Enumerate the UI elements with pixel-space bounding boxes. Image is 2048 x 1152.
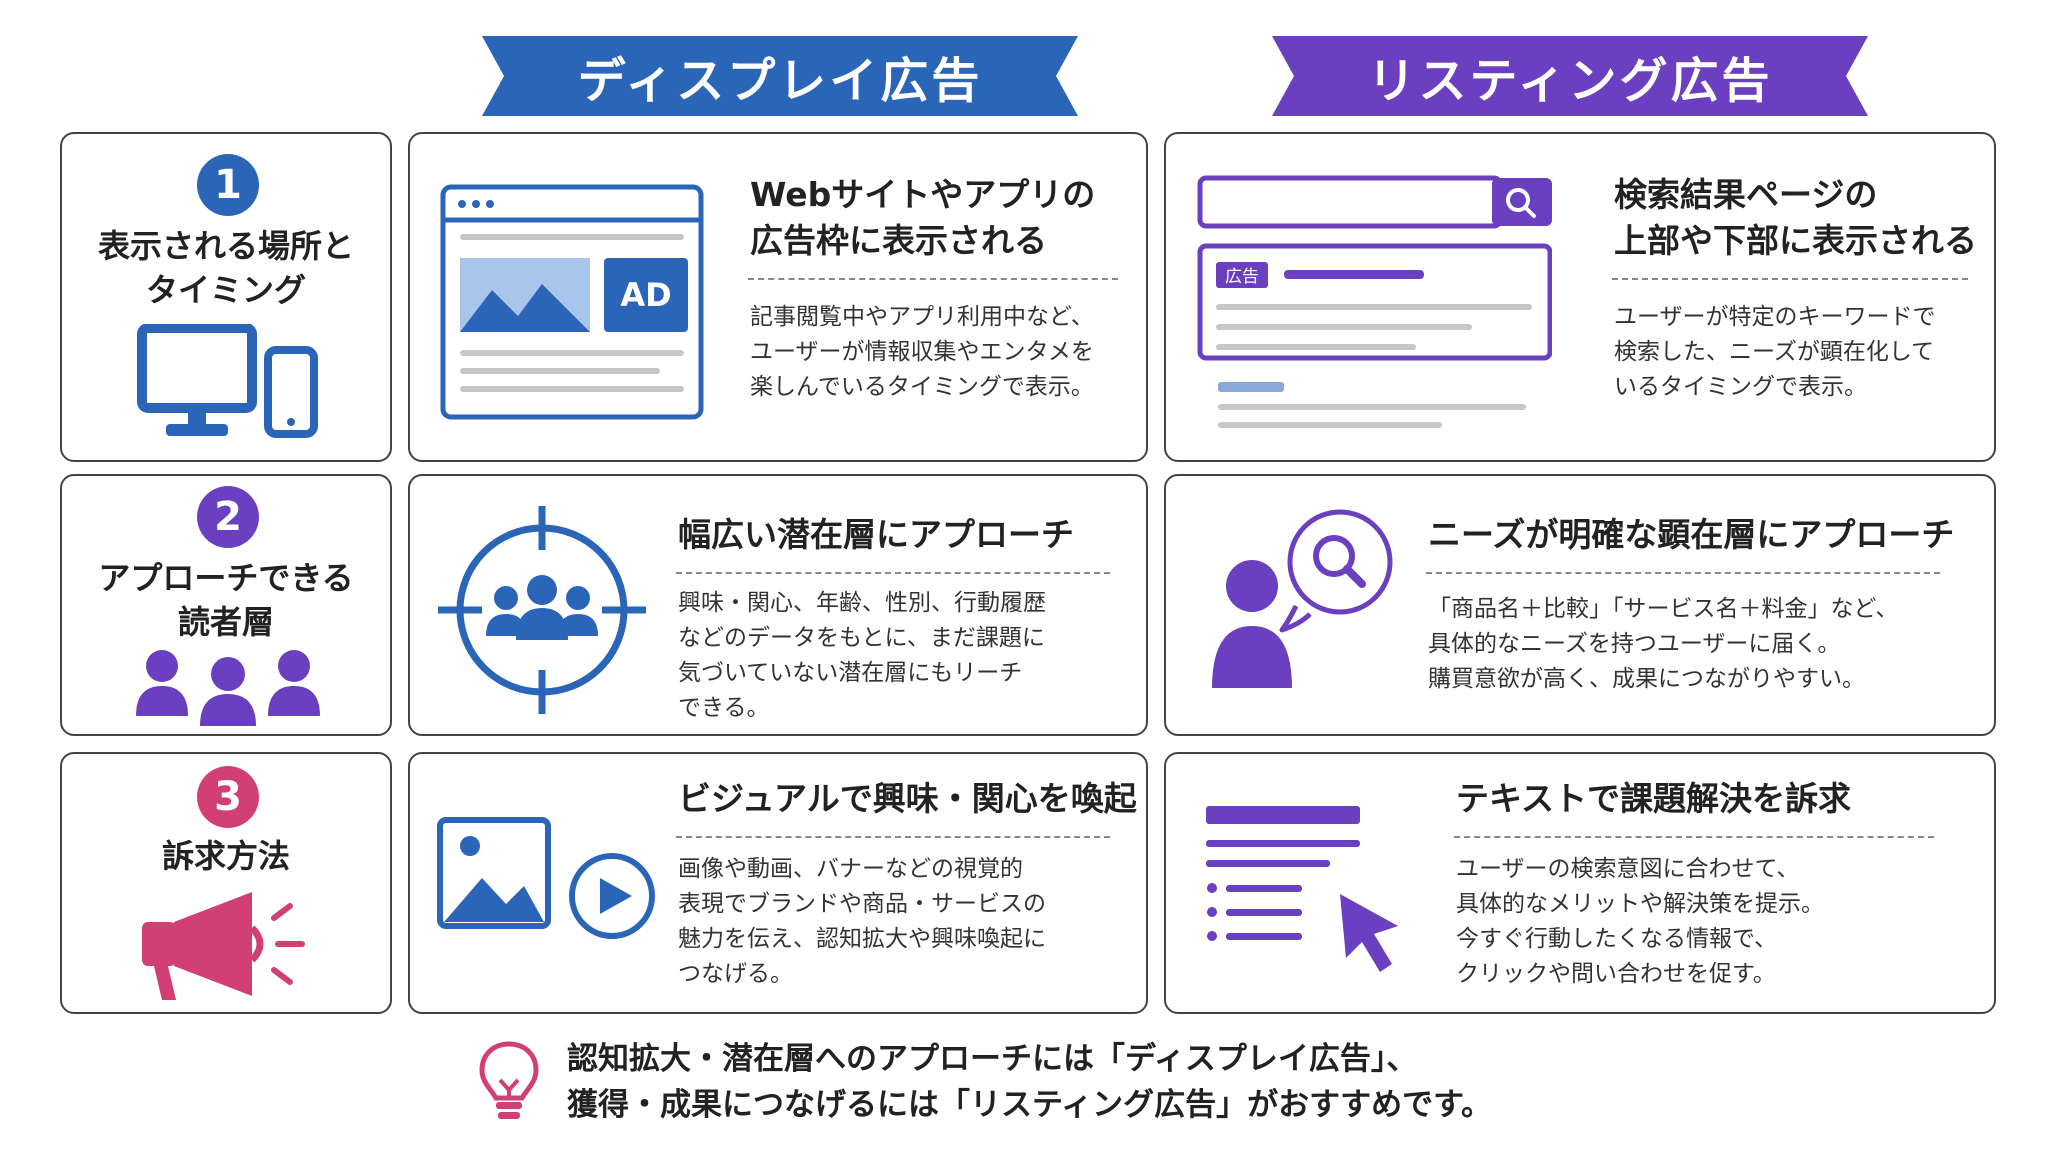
ad-box [604,258,688,332]
listing-ad-banner: リスティング広告 [1272,36,1868,116]
ad-label: AD [620,276,671,314]
row1-listing-divider [1612,278,1968,280]
row1-label-title: 表示される場所と タイミング [97,227,354,309]
row1-display-headline: Webサイトやアプリの 広告枠に表示される [750,175,1096,260]
image-video-icon [437,817,655,939]
ad-tag-box [1216,262,1268,288]
row2-display-headline: 幅広い潜在層にアプローチ [678,515,1074,554]
row2-listing-card: ニーズが明確な顕在層にアプローチ 「商品名＋比較」「サービス名＋料金」など、 具… [1164,474,1996,736]
row3-listing-divider [1454,836,1934,838]
row2-number-badge: 2 [197,486,259,548]
row2-listing-divider [1426,572,1940,574]
display-ad-header: ディスプレイ広告 [577,53,983,109]
search-results-icon: 広告 [1197,175,1552,428]
listing-ad-header: リスティング広告 [1367,53,1773,109]
monitor-and-phone-icon [137,324,318,438]
people-group-icon [136,650,320,726]
row1-display-divider [748,278,1118,280]
row1-label-card: 1 表示される場所と タイミング [60,132,392,462]
footer-recommendation: 認知拡大・潜在層へのアプローチには「ディスプレイ広告」、 獲得・成果につなげるに… [567,1041,1493,1123]
row3-listing-card: テキストで課題解決を訴求 ユーザーの検索意図に合わせて、 具体的なメリットや解決… [1164,752,1996,1014]
row3-display-body: 画像や動画、バナーなどの視覚的 表現でブランドや商品・サービスの 魅力を伝え、認… [678,856,1046,987]
row2-label-title: アプローチできる 読者層 [98,559,354,641]
row3-display-card: ビジュアルで興味・関心を喚起 画像や動画、バナーなどの視覚的 表現でブランドや商… [408,752,1148,1014]
row3-number-badge: 3 [197,766,259,828]
target-audience-icon [438,506,646,714]
row1-number-badge: 1 [197,154,259,216]
person-search-icon [1212,509,1393,688]
banner-ribbon-shape [1272,36,1868,116]
row2-listing-body: 「商品名＋比較」「サービス名＋料金」など、 具体的なニーズを持つユーザーに届く。… [1428,596,1899,692]
row1-display-body: 記事閲覧中やアプリ利用中など、 ユーザーが情報収集やエンタメを 楽しんでいるタイ… [750,304,1094,400]
row1-listing-card: 広告 検索結果ページの 上部や下部に表示される ユーザーが特定のキーワードで 検… [1164,132,1996,462]
row1-display-card: AD Webサイトやアプリの 広告枠に表示される 記事閲覧中やアプリ利用中など、… [408,132,1148,462]
display-ad-banner: ディスプレイ広告 [482,36,1078,116]
search-button-shape [1492,178,1552,226]
row2-display-divider [676,572,1110,574]
megaphone-icon [142,892,305,1000]
row3-display-headline: ビジュアルで興味・関心を喚起 [678,779,1137,818]
cursor-arrow-icon [1340,894,1398,972]
browser-ad-icon: AD [440,184,704,420]
row2-display-body: 興味・関心、年齢、性別、行動履歴 などのデータをもとに、まだ課題に 気づいていな… [678,590,1046,721]
row3-display-divider [676,836,1110,838]
row2-listing-headline: ニーズが明確な顕在層にアプローチ [1428,515,1955,554]
row3-listing-headline: テキストで課題解決を訴求 [1456,779,1852,818]
row3-label-card: 3 訴求方法 [60,752,392,1014]
ad-tag-label: 広告 [1225,267,1259,287]
banner-ribbon-shape [482,36,1078,116]
row1-listing-body: ユーザーが特定のキーワードで 検索した、ニーズが顕在化して いるタイミングで表示… [1614,304,1936,400]
lightbulb-icon [479,1041,539,1119]
search-icon [1506,188,1530,212]
row3-label-title: 訴求方法 [161,837,290,875]
search-icon [1313,535,1355,577]
row2-label-card: 2 アプローチできる 読者層 [60,474,392,736]
row1-listing-headline: 検索結果ページの 上部や下部に表示される [1614,175,1977,260]
text-cursor-icon [1206,806,1398,972]
play-icon [600,878,632,914]
row2-display-card: 幅広い潜在層にアプローチ 興味・関心、年齢、性別、行動履歴 などのデータをもとに… [408,474,1148,736]
row3-listing-body: ユーザーの検索意図に合わせて、 具体的なメリットや解決策を提示。 今すぐ行動した… [1456,856,1824,987]
